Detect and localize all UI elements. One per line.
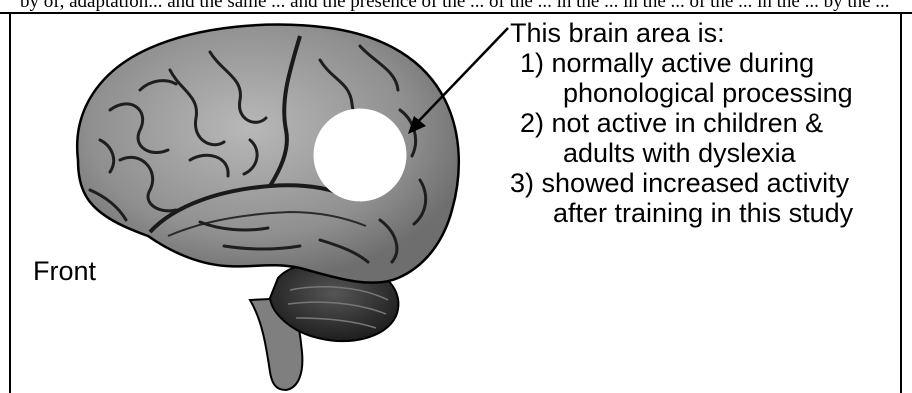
caption-item-line1: normally active during (552, 48, 815, 78)
caption-item-line2: phonological processing (520, 78, 910, 108)
caption-item-3: 3) showed increased activity after train… (510, 168, 910, 228)
caption-item-number: 3) (510, 168, 534, 198)
caption-item-number: 2) (520, 108, 544, 138)
caption-item-number: 1) (520, 48, 544, 78)
caption-item-line1: showed increased activity (542, 168, 850, 198)
caption-item-2: 2) not active in children & adults with … (520, 108, 910, 168)
caption-item-line2: after training in this study (510, 198, 910, 228)
caption-item-line2: adults with dyslexia (520, 138, 910, 168)
caption-title: This brain area is: (510, 18, 910, 48)
caption-block: This brain area is: 1) normally active d… (510, 18, 910, 228)
highlighted-region (314, 109, 406, 201)
caption-item-1: 1) normally active during phonological p… (520, 48, 910, 108)
caption-item-line1: not active in children & (552, 108, 824, 138)
label-front: Front (33, 256, 96, 287)
